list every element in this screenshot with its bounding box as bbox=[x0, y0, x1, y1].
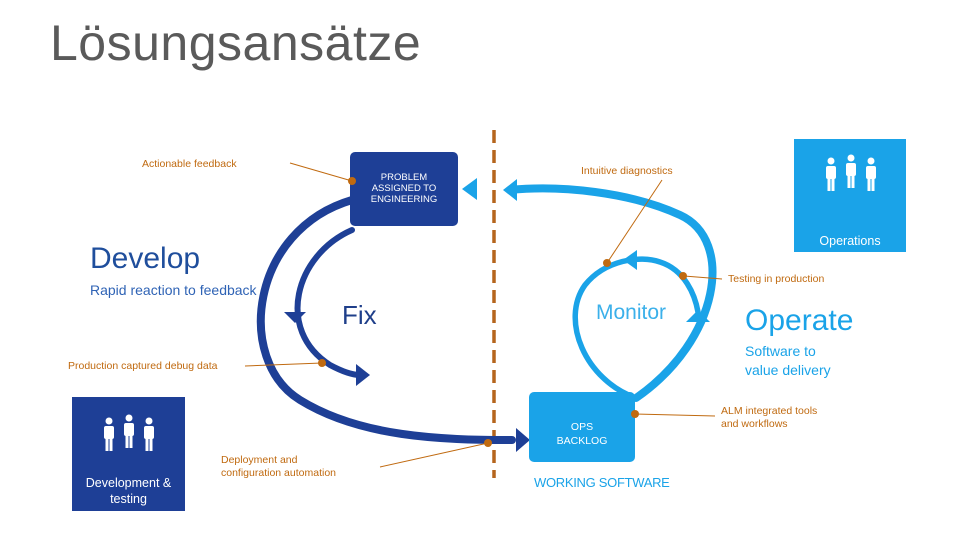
operate-title: Operate bbox=[745, 304, 854, 337]
fix-arrow-right bbox=[356, 364, 370, 386]
dot-intuitive bbox=[603, 259, 611, 267]
annotation-intuitive-diagnostics: Intuitive diagnostics bbox=[581, 165, 673, 177]
monitor-arrow-left bbox=[623, 250, 637, 270]
leader-intuitive bbox=[606, 179, 663, 264]
dot-production bbox=[318, 359, 326, 367]
dot-testing bbox=[679, 272, 687, 280]
monitor-label: Monitor bbox=[596, 301, 667, 324]
fix-arrow-down bbox=[284, 312, 306, 323]
annotation-deployment-line2: configuration automation bbox=[221, 467, 336, 479]
annotation-alm: ALM integrated tools and workflows bbox=[721, 405, 817, 431]
monitor-arrow-up bbox=[686, 310, 710, 322]
leader-deployment bbox=[379, 442, 489, 468]
annotation-alm-line2: and workflows bbox=[721, 418, 788, 430]
development-label-line2: testing bbox=[110, 492, 147, 506]
fix-loop bbox=[294, 227, 363, 378]
dot-actionable bbox=[348, 177, 356, 185]
operate-subtitle: Software to value delivery bbox=[745, 342, 865, 380]
leader-alm bbox=[634, 413, 716, 417]
ops-box-label: OPS BACKLOG bbox=[529, 420, 635, 448]
deploy-arrow-head bbox=[516, 428, 530, 452]
dot-deployment bbox=[484, 439, 492, 447]
ops-box-line2: BACKLOG bbox=[556, 435, 608, 447]
feedback-arrow-head-1 bbox=[503, 179, 517, 201]
operations-label: Operations bbox=[819, 234, 881, 248]
ops-box bbox=[529, 392, 635, 462]
problem-box-line2: ASSIGNED TO bbox=[371, 183, 437, 194]
people-icon bbox=[104, 414, 154, 451]
people-icon bbox=[826, 154, 876, 191]
leader-actionable bbox=[289, 162, 353, 182]
leader-testing bbox=[683, 275, 723, 280]
problem-box bbox=[350, 152, 458, 226]
develop-title: Develop bbox=[90, 242, 201, 275]
problem-box-label: PROBLEM ASSIGNED TO ENGINEERING bbox=[350, 172, 458, 205]
page-title: Lösungsansätze bbox=[50, 15, 422, 71]
annotation-deployment-line1: Deployment and bbox=[221, 454, 298, 466]
annotation-production-debug: Production captured debug data bbox=[68, 360, 218, 372]
development-tile-label-wrap: Development & testing bbox=[72, 397, 185, 511]
operate-subtitle-line1: Software to bbox=[745, 343, 816, 359]
working-software-label: WORKING SOFTWARE bbox=[534, 475, 670, 490]
operate-subtitle-line2: value delivery bbox=[745, 362, 831, 378]
annotation-actionable-feedback: Actionable feedback bbox=[142, 158, 237, 170]
develop-subtitle: Rapid reaction to feedback bbox=[90, 282, 257, 298]
operations-tile-label-wrap: Operations bbox=[794, 139, 906, 252]
monitor-loop bbox=[572, 256, 701, 401]
feedback-arc bbox=[506, 184, 717, 402]
annotation-testing-in-production: Testing in production bbox=[728, 273, 825, 285]
dot-alm bbox=[631, 410, 639, 418]
deploy-arc bbox=[256, 196, 516, 444]
fix-label: Fix bbox=[342, 300, 377, 330]
problem-box-line1: PROBLEM bbox=[380, 172, 428, 183]
annotation-alm-line1: ALM integrated tools bbox=[721, 405, 818, 417]
feedback-arrow-head-2 bbox=[462, 178, 477, 200]
ops-box-line1: OPS bbox=[570, 421, 594, 433]
development-label-line1: Development & bbox=[85, 476, 172, 490]
problem-box-line3: ENGINEERING bbox=[370, 194, 438, 205]
leader-production bbox=[244, 362, 323, 367]
annotation-deployment: Deployment and configuration automation bbox=[221, 454, 336, 480]
